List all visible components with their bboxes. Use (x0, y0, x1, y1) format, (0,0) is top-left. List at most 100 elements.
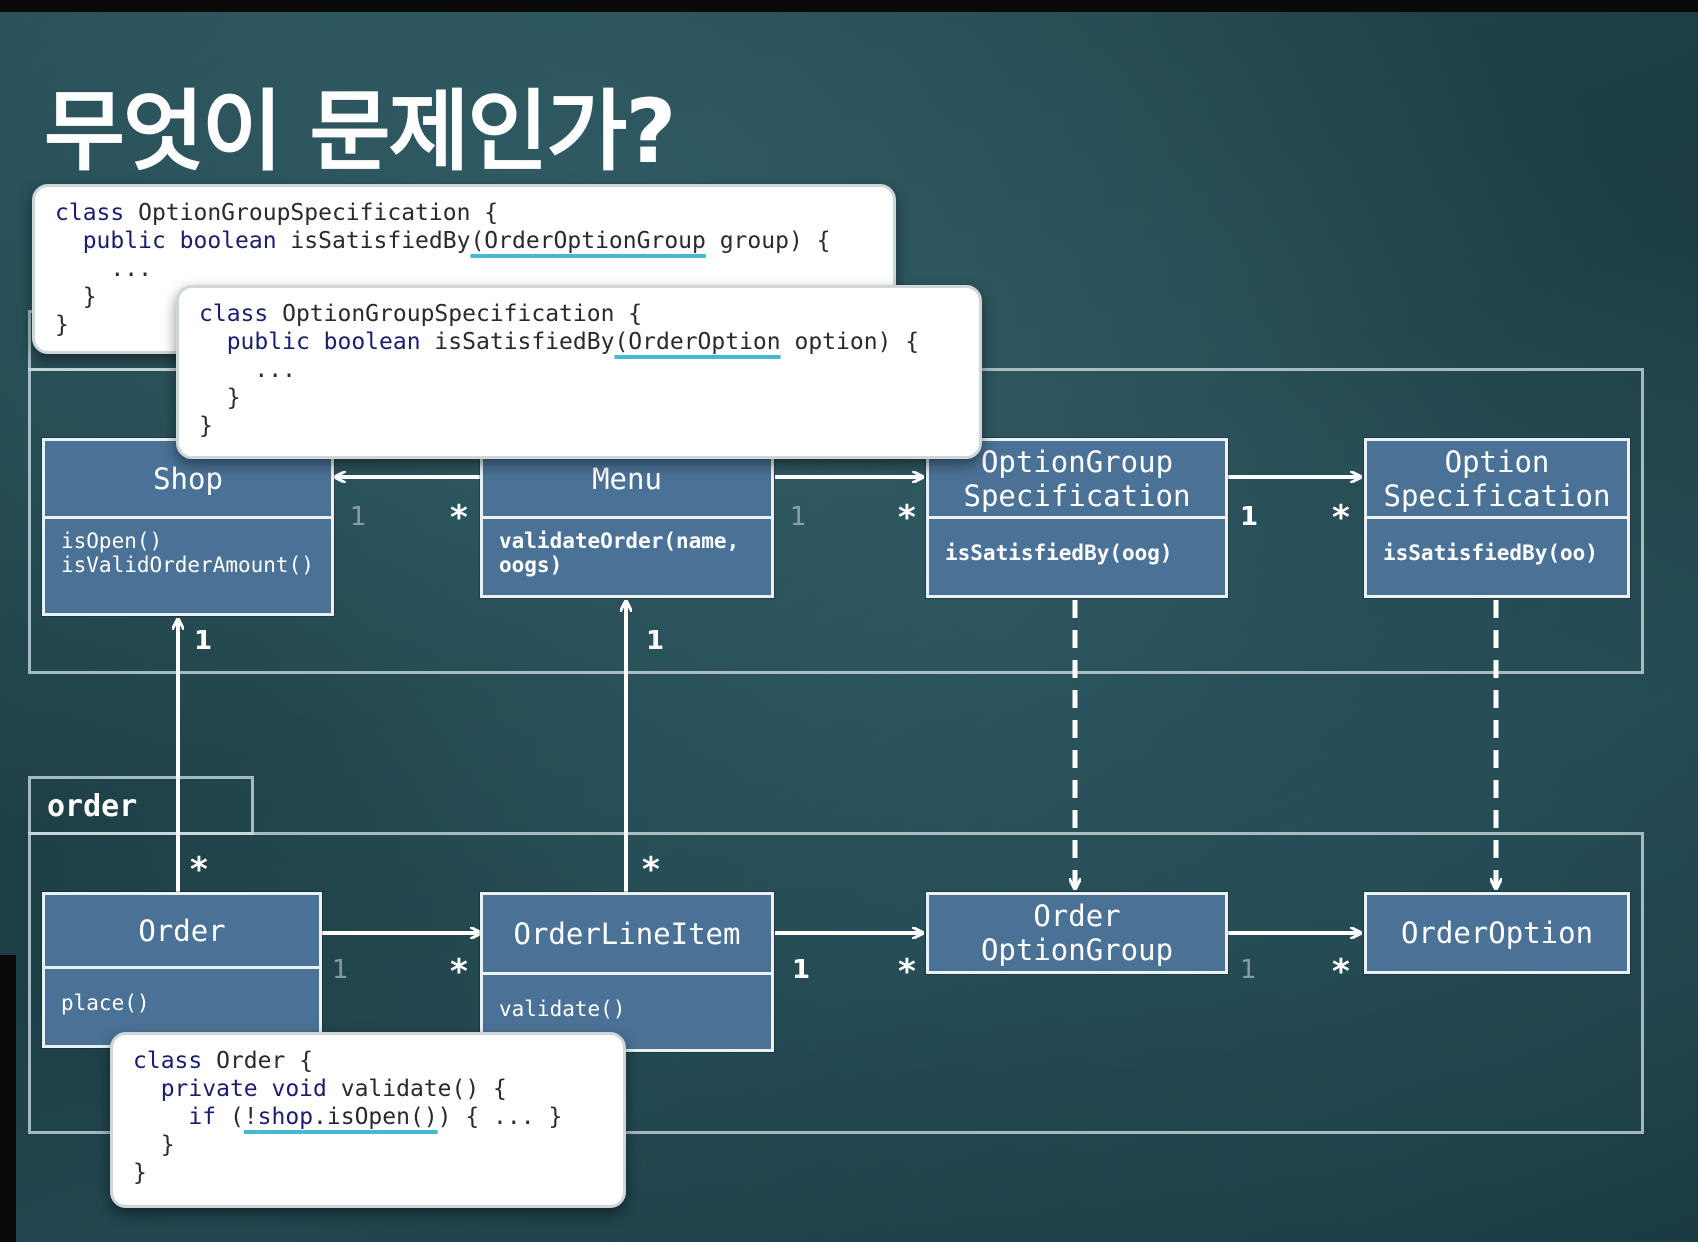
code3-isopen: .isOpen() (313, 1104, 438, 1130)
code3-line1: class Order { (133, 1047, 603, 1075)
mult-order-oli-many: * (450, 952, 468, 992)
class-oli-methods: validate() (483, 975, 771, 1031)
code-snippet-order: class Order { private void validate() { … (110, 1032, 626, 1208)
code1-kw-class: class (55, 200, 125, 226)
code3-indent2 (133, 1104, 188, 1130)
class-shop-name: Shop (45, 441, 331, 519)
code3-line2: private void validate() { (133, 1075, 603, 1103)
code1-line3: ... (55, 256, 152, 282)
class-oog-name-line2: OptionGroup (980, 933, 1174, 967)
code2-line2: public boolean isSatisfiedBy(OrderOption… (199, 328, 959, 356)
class-os-name-line2: Specification (1383, 478, 1611, 513)
left-edge-strip (0, 955, 16, 1242)
order-package-tab: order (28, 776, 254, 835)
code3-not: ! (243, 1104, 258, 1130)
code1-kw-public-boolean: public boolean (82, 228, 277, 254)
mult-oli-oog-many: * (898, 952, 916, 992)
order-package-label: order (47, 789, 138, 824)
mult-menu-shop-many: * (450, 498, 468, 538)
class-os-methods: isSatisfiedBy(oo) (1367, 519, 1627, 575)
code2-line5: } (199, 413, 213, 439)
code1-param: group) { (705, 228, 831, 254)
code2-method: isSatisfiedBy (420, 329, 615, 355)
code1-line4: } (55, 284, 97, 310)
method-validateorder-line1: validateOrder(name, (499, 529, 740, 553)
class-order-methods: place() (45, 969, 319, 1025)
class-order: Order place() (42, 892, 322, 1048)
mult-oog-oo-one: 1 (1240, 955, 1257, 985)
method-validate: validate() (499, 997, 626, 1021)
class-order-name: Order (45, 895, 319, 969)
method-ogs-issatisfiedby: isSatisfiedBy(oog) (945, 541, 1173, 565)
class-ogs-methods: isSatisfiedBy(oog) (929, 519, 1225, 575)
class-os-name-line1: Option (1444, 444, 1550, 479)
code3-kw-class: class (133, 1048, 203, 1074)
mult-oli-menu-one: 1 (646, 626, 665, 656)
mult-order-shop-many: * (190, 850, 208, 890)
class-menu: Menu validateOrder(name, oogs) (480, 438, 774, 598)
code2-line3: ... (199, 357, 296, 383)
code1-highlight-param-type: (OrderOptionGroup (470, 228, 706, 254)
code3-line3: if (!shop.isOpen()) { ... } (133, 1103, 603, 1131)
code1-line2: public boolean isSatisfiedBy(OrderOption… (55, 227, 873, 255)
class-ogs-name: OptionGroup Specification (929, 441, 1225, 519)
class-oo-name: OrderOption (1400, 916, 1594, 950)
code3-rest: ) { ... } (437, 1104, 563, 1130)
code1-classname: OptionGroupSpecification { (124, 200, 499, 226)
code3-method: validate() { (326, 1076, 507, 1102)
code3-line4: } (133, 1132, 175, 1158)
class-menu-name: Menu (483, 441, 771, 519)
mult-order-shop-one: 1 (194, 626, 213, 656)
mult-oli-oog-one: 1 (792, 955, 811, 985)
class-menu-methods: validateOrder(name, oogs) (483, 519, 771, 587)
method-place: place() (61, 991, 150, 1015)
mult-oli-menu-many: * (642, 850, 660, 890)
code2-line4: } (199, 385, 241, 411)
class-order-option-group: Order OptionGroup (926, 892, 1228, 974)
slide-title: 무엇이 문제인가? (44, 80, 676, 183)
mult-menu-ogs-many: * (898, 498, 916, 538)
class-ogs-name-line2: Specification (963, 478, 1191, 513)
code2-kw-class: class (199, 301, 269, 327)
code2-kw-public-boolean: public boolean (226, 329, 421, 355)
class-order-line-item: OrderLineItem validate() (480, 892, 774, 1052)
code1-line1: class OptionGroupSpecification { (55, 199, 873, 227)
class-shop-methods: isOpen() isValidOrderAmount() (45, 519, 331, 587)
code2-param: option) { (780, 329, 920, 355)
code1-line5: } (55, 312, 69, 338)
mult-ogs-os-one: 1 (1240, 502, 1259, 532)
class-option-specification: Option Specification isSatisfiedBy(oo) (1364, 438, 1630, 598)
code-snippet-option: class OptionGroupSpecification { public … (176, 285, 982, 459)
mult-menu-shop-one: 1 (350, 502, 367, 532)
class-os-name: Option Specification (1367, 441, 1627, 519)
code2-indent (199, 329, 227, 355)
class-option-group-specification: OptionGroup Specification isSatisfiedBy(… (926, 438, 1228, 598)
order-package-frame (28, 832, 1644, 1134)
class-oog-name: Order OptionGroup (929, 895, 1225, 971)
code3-classname: Order { (202, 1048, 314, 1074)
code2-classname: OptionGroupSpecification { (268, 301, 643, 327)
code3-highlight-shop-isopen: !shop.isOpen() (244, 1104, 438, 1130)
mult-oog-oo-many: * (1332, 952, 1350, 992)
code3-paren: ( (216, 1104, 244, 1130)
class-shop: Shop isOpen() isValidOrderAmount() (42, 438, 334, 616)
code3-kw-private-void: private void (160, 1076, 327, 1102)
code2-highlight-param-type: (OrderOption (614, 329, 781, 355)
code3-kw-if: if (188, 1104, 217, 1130)
method-os-issatisfiedby: isSatisfiedBy(oo) (1383, 541, 1598, 565)
class-ogs-name-line1: OptionGroup (980, 444, 1174, 479)
code3-line5: } (133, 1160, 147, 1186)
mult-ogs-os-many: * (1332, 498, 1350, 538)
method-validateorder-line2: oogs) (499, 553, 563, 577)
class-order-option: OrderOption (1364, 892, 1630, 974)
class-oli-name: OrderLineItem (483, 895, 771, 975)
code1-indent (55, 228, 83, 254)
mult-menu-ogs-one: 1 (790, 502, 807, 532)
code2-line1: class OptionGroupSpecification { (199, 300, 959, 328)
code3-indent (133, 1076, 161, 1102)
code1-method: isSatisfiedBy (276, 228, 471, 254)
class-oog-name-line1: Order (1033, 899, 1121, 933)
method-isopen: isOpen() (61, 529, 163, 553)
code3-kw-shop: shop (257, 1104, 314, 1130)
method-isvalidorderamount: isValidOrderAmount() (61, 553, 314, 577)
